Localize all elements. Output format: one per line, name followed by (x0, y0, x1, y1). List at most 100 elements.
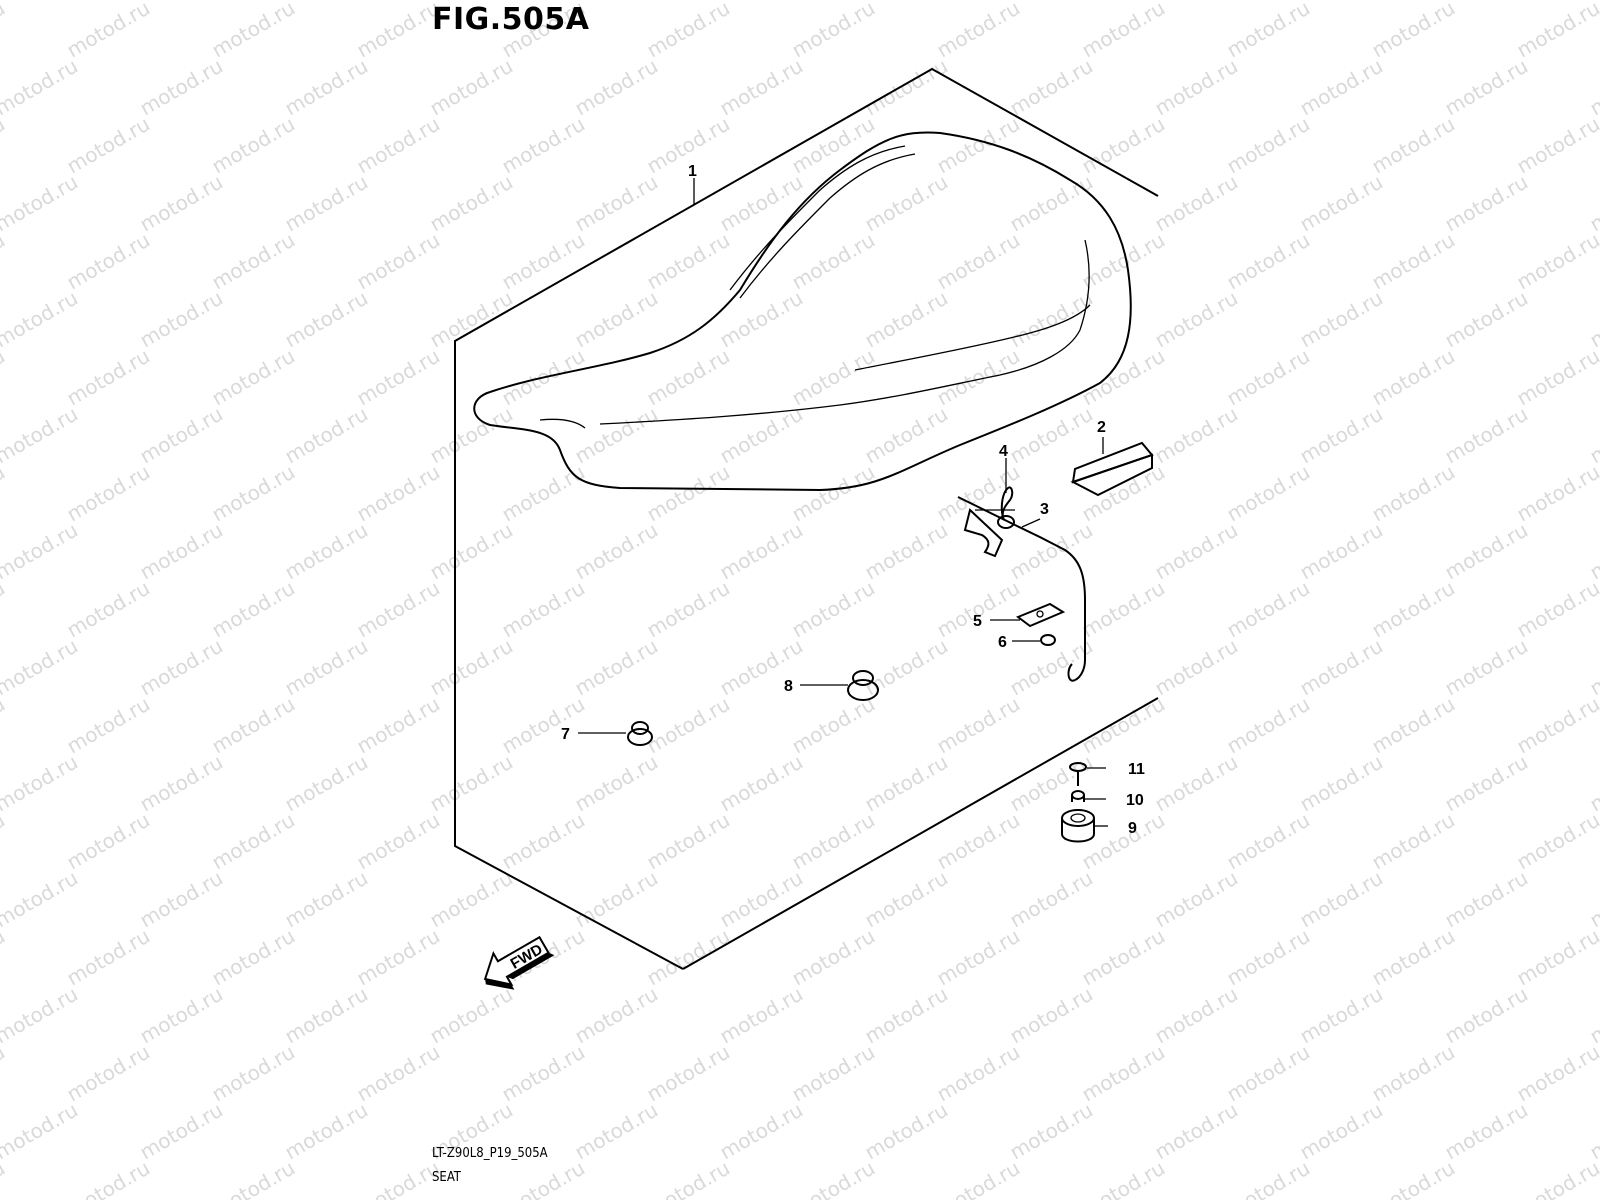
watermark-text: motod.ru (571, 54, 662, 121)
watermark-text: motod.ru (1006, 402, 1097, 469)
watermark-text: motod.ru (1513, 808, 1600, 875)
watermark-text: motod.ru (643, 1040, 734, 1107)
watermark-text: motod.ru (571, 634, 662, 701)
watermark-text: motod.ru (1078, 576, 1169, 643)
watermark-text: motod.ru (1441, 170, 1532, 237)
watermark-text: motod.ru (1441, 750, 1532, 817)
watermark-text: motod.ru (0, 866, 82, 933)
watermark-text: motod.ru (571, 750, 662, 817)
watermark-text: motod.ru (643, 924, 734, 991)
watermark-text: motod.ru (281, 170, 372, 237)
watermark-text: motod.ru (1441, 286, 1532, 353)
watermark-text: motod.ru (63, 808, 154, 875)
watermark-text: motod.ru (1513, 112, 1600, 179)
watermark-text: motod.ru (1441, 0, 1532, 4)
watermark-text: motod.ru (1151, 0, 1242, 4)
watermark-text: motod.ru (63, 344, 154, 411)
watermark-text: motod.ru (63, 576, 154, 643)
watermark-text: motod.ru (498, 228, 589, 295)
watermark-text: motod.ru (208, 344, 299, 411)
watermark-text: motod.ru (643, 1156, 734, 1200)
watermark-text: motod.ru (933, 924, 1024, 991)
watermark-text: motod.ru (63, 460, 154, 527)
watermark-text: motod.ru (63, 924, 154, 991)
watermark-text: motod.ru (1368, 808, 1459, 875)
callout-8: 8 (784, 678, 793, 695)
watermark-text: motod.ru (0, 170, 82, 237)
watermark-text: motod.ru (861, 286, 952, 353)
watermark-text: motod.ru (1006, 866, 1097, 933)
watermark-text: motod.ru (1368, 0, 1459, 62)
callout-4: 4 (999, 443, 1008, 460)
watermark-text: motod.ru (63, 228, 154, 295)
watermark-text: motod.ru (643, 344, 734, 411)
watermark-text: motod.ru (1078, 1040, 1169, 1107)
watermark-text: motod.ru (1151, 1098, 1242, 1165)
watermark-text: motod.ru (281, 402, 372, 469)
callout-9: 9 (1128, 820, 1137, 837)
watermark-text: motod.ru (136, 982, 227, 1049)
watermark-text: motod.ru (861, 0, 952, 4)
watermark-text: motod.ru (1513, 1040, 1600, 1107)
watermark-text: motod.ru (1513, 460, 1600, 527)
watermark-text: motod.ru (136, 402, 227, 469)
watermark-text: motod.ru (1368, 344, 1459, 411)
watermark-text: motod.ru (281, 54, 372, 121)
watermark-text: motod.ru (1223, 1156, 1314, 1200)
watermark-text: motod.ru (281, 286, 372, 353)
watermark-text: motod.ru (571, 170, 662, 237)
watermark-text: motod.ru (643, 808, 734, 875)
watermark-text: motod.ru (861, 170, 952, 237)
watermark-text: motod.ru (716, 1098, 807, 1165)
watermark-text: motod.ru (1078, 460, 1169, 527)
callout-10: 10 (1126, 792, 1144, 809)
callout-2: 2 (1097, 419, 1106, 436)
watermark-text: motod.ru (136, 170, 227, 237)
watermark-text: motod.ru (1078, 228, 1169, 295)
watermark-text: motod.ru (788, 924, 879, 991)
watermark-text: motod.ru (788, 576, 879, 643)
watermark-text: motod.ru (353, 924, 444, 991)
watermark-text: motod.ru (933, 692, 1024, 759)
watermark-text: motod.ru (1296, 54, 1387, 121)
watermark-text: motod.ru (788, 344, 879, 411)
watermark-text: motod.ru (353, 228, 444, 295)
watermark-text: motod.ru (571, 982, 662, 1049)
watermark-text: motod.ru (498, 112, 589, 179)
watermark-text: motod.ru (571, 1098, 662, 1165)
watermark-text: motod.ru (1078, 692, 1169, 759)
watermark-text: motod.ru (353, 460, 444, 527)
watermark-text: motod.ru (281, 1098, 372, 1165)
watermark-text: motod.ru (1006, 170, 1097, 237)
watermark-text: motod.ru (1513, 692, 1600, 759)
watermark-text: motod.ru (643, 228, 734, 295)
watermark-text: motod.ru (208, 692, 299, 759)
watermark-text: motod.ru (571, 286, 662, 353)
watermark-text: motod.ru (208, 1040, 299, 1107)
watermark-text: motod.ru (208, 1156, 299, 1200)
watermark-text: motod.ru (0, 808, 9, 875)
watermark-text: motod.ru (1296, 866, 1387, 933)
figure-title: FIG.505A (432, 2, 590, 37)
watermark-text: motod.ru (1441, 518, 1532, 585)
watermark-text: motod.ru (716, 0, 807, 4)
watermark-text: motod.ru (1441, 1098, 1532, 1165)
watermark-text: motod.ru (1006, 0, 1097, 4)
watermark-text: motod.ru (1223, 692, 1314, 759)
watermark-text: motod.ru (426, 866, 517, 933)
watermark-text: motod.ru (208, 924, 299, 991)
watermark-text: motod.ru (716, 286, 807, 353)
watermark-text: motod.ru (0, 634, 82, 701)
watermark-text: motod.ru (426, 54, 517, 121)
watermark-text: motod.ru (63, 692, 154, 759)
watermark-text: motod.ru (208, 228, 299, 295)
watermark-text: motod.ru (1586, 750, 1600, 817)
watermark-text: motod.ru (643, 692, 734, 759)
callout-3: 3 (1040, 501, 1049, 518)
watermark-text: motod.ru (0, 54, 82, 121)
watermark-text: motod.ru (136, 54, 227, 121)
watermark-text: motod.ru (0, 576, 9, 643)
watermark-text: motod.ru (1296, 982, 1387, 1049)
watermark-text: motod.ru (716, 634, 807, 701)
